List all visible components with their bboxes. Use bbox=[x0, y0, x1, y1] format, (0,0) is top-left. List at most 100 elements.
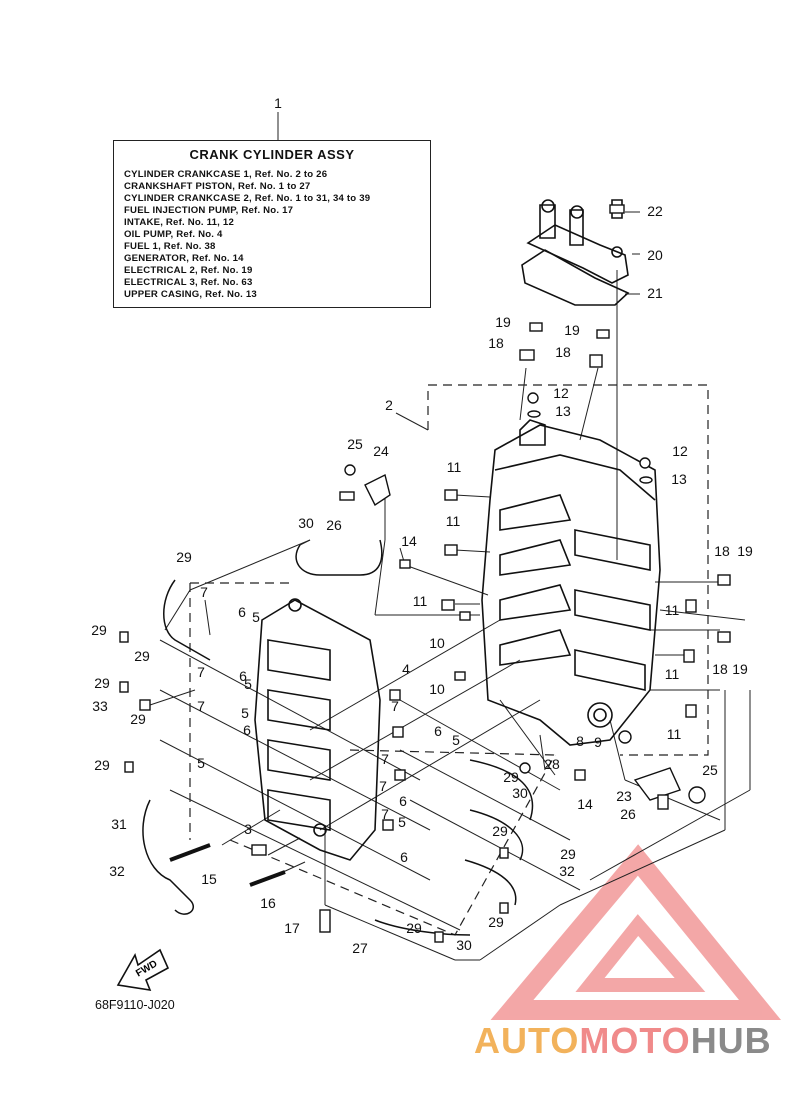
callout-number: 29 bbox=[130, 711, 146, 727]
callout-number: 7 bbox=[391, 698, 399, 714]
callout-number: 29 bbox=[560, 846, 576, 862]
callout-number: 1 bbox=[274, 95, 282, 111]
callout-number: 29 bbox=[176, 549, 192, 565]
callout-number: 29 bbox=[488, 914, 504, 930]
callout-number: 11 bbox=[447, 459, 462, 475]
watermark-logo bbox=[490, 844, 782, 1020]
callout-number: 15 bbox=[201, 871, 217, 887]
fwd-arrow: FWD bbox=[116, 948, 170, 992]
legend-line: UPPER CASING, Ref. No. 13 bbox=[124, 289, 257, 300]
watermark-brand: AUTOMOTOHUB bbox=[474, 1020, 772, 1062]
callout-number: 18 bbox=[555, 344, 571, 360]
callout-number: 6 bbox=[400, 849, 408, 865]
callout-number: 5 bbox=[244, 676, 252, 692]
callout-number: 22 bbox=[647, 203, 663, 219]
upper-casing-plate bbox=[521, 199, 630, 306]
callout-number: 29 bbox=[94, 675, 110, 691]
callout-number: 25 bbox=[347, 436, 363, 452]
callout-number: 26 bbox=[620, 806, 636, 822]
callout-number: 32 bbox=[559, 863, 575, 879]
crankcase-cover bbox=[254, 598, 381, 861]
callout-number: 31 bbox=[111, 816, 127, 832]
callout-number: 6 bbox=[399, 793, 407, 809]
legend-line: CYLINDER CRANKCASE 2, Ref. No. 1 to 31, … bbox=[124, 193, 371, 204]
callout-number: 30 bbox=[456, 937, 472, 953]
callout-number: 30 bbox=[298, 515, 314, 531]
legend-line: FUEL 1, Ref. No. 38 bbox=[124, 241, 216, 252]
legend-line: ELECTRICAL 2, Ref. No. 19 bbox=[124, 265, 253, 276]
crankcase-block bbox=[481, 419, 661, 746]
callout-number: 6 bbox=[434, 723, 442, 739]
callout-number: 18 bbox=[488, 335, 504, 351]
callout-number: 7 bbox=[381, 751, 389, 767]
callout-number: 5 bbox=[241, 705, 249, 721]
callout-number: 8 bbox=[576, 733, 584, 749]
legend-line: INTAKE, Ref. No. 11, 12 bbox=[124, 217, 234, 228]
callout-number: 2 bbox=[385, 397, 393, 413]
callout-number: 10 bbox=[429, 681, 445, 697]
callout-number: 3 bbox=[244, 821, 252, 837]
callout-number: 6 bbox=[243, 722, 251, 738]
callout-number: 19 bbox=[732, 661, 748, 677]
callout-number: 5 bbox=[452, 732, 460, 748]
callout-number: 13 bbox=[555, 403, 571, 419]
callout-number: 7 bbox=[381, 806, 389, 822]
callout-number: 26 bbox=[326, 517, 342, 533]
callout-number: 29 bbox=[91, 622, 107, 638]
callout-number: 29 bbox=[94, 757, 110, 773]
callout-number: 5 bbox=[252, 609, 260, 625]
callout-number: 11 bbox=[446, 513, 461, 529]
callout-number: 23 bbox=[616, 788, 632, 804]
legend-line: FUEL INJECTION PUMP, Ref. No. 17 bbox=[124, 205, 294, 216]
hoses bbox=[142, 539, 534, 936]
legend-line: GENERATOR, Ref. No. 14 bbox=[124, 253, 244, 264]
callout-number: 7 bbox=[197, 698, 205, 714]
assembly-guide-lines bbox=[159, 619, 581, 931]
callout-number: 30 bbox=[512, 785, 528, 801]
callout-number: 33 bbox=[92, 698, 108, 714]
callout-number: 21 bbox=[647, 285, 663, 301]
callout-number: 9 bbox=[594, 734, 602, 750]
callout-number: 4 bbox=[402, 661, 410, 677]
callout-number: 19 bbox=[564, 322, 580, 338]
callout-number: 12 bbox=[553, 385, 569, 401]
watermark-part: MOTO bbox=[579, 1020, 691, 1061]
callout-number: 28 bbox=[544, 756, 560, 772]
callout-number: 24 bbox=[373, 443, 389, 459]
callout-number: 12 bbox=[672, 443, 688, 459]
callout-number: 6 bbox=[239, 668, 247, 684]
callout-number: 14 bbox=[401, 533, 417, 549]
callout-number: 10 bbox=[429, 635, 445, 651]
legend-line: ELECTRICAL 3, Ref. No. 63 bbox=[124, 277, 253, 288]
diagram-code: 68F9110-J020 bbox=[95, 998, 175, 1012]
callout-number: 11 bbox=[413, 593, 428, 609]
callout-number: 18 bbox=[712, 661, 728, 677]
callout-number: 11 bbox=[665, 602, 680, 618]
legend-line: OIL PUMP, Ref. No. 4 bbox=[124, 229, 223, 240]
callout-number: 19 bbox=[495, 314, 511, 330]
callout-number: 7 bbox=[200, 584, 208, 600]
callout-number: 5 bbox=[398, 814, 406, 830]
callout-number: 16 bbox=[260, 895, 276, 911]
callout-number: 6 bbox=[238, 604, 246, 620]
callout-number: 7 bbox=[379, 778, 387, 794]
callout-number: 5 bbox=[197, 755, 205, 771]
callout-number: 29 bbox=[134, 648, 150, 664]
leader-lines bbox=[149, 112, 751, 961]
callout-number: 13 bbox=[671, 471, 687, 487]
callout-number: 29 bbox=[503, 769, 519, 785]
callout-number: 29 bbox=[406, 920, 422, 936]
callout-number: 18 bbox=[714, 543, 730, 559]
callout-number: 20 bbox=[647, 247, 663, 263]
callout-number: 27 bbox=[352, 940, 368, 956]
callout-number: 19 bbox=[737, 543, 753, 559]
small-parts bbox=[119, 204, 731, 943]
watermark-part: HUB bbox=[690, 1020, 772, 1061]
callout-number: 17 bbox=[284, 920, 300, 936]
callout-number: 11 bbox=[665, 666, 680, 682]
legend-title: CRANK CYLINDER ASSY bbox=[189, 147, 355, 162]
callout-number: 7 bbox=[197, 664, 205, 680]
callout-number: 25 bbox=[702, 762, 718, 778]
